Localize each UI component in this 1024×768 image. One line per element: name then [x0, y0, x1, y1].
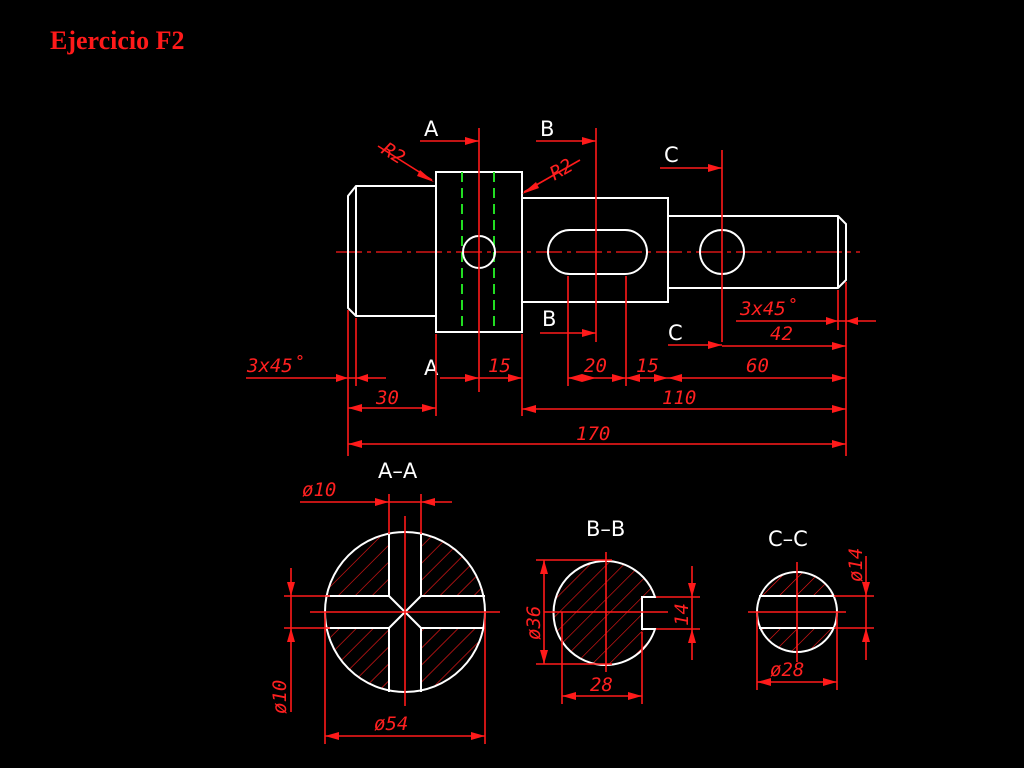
dimension-label: 42	[770, 323, 793, 345]
dimension-label: 60	[746, 355, 769, 377]
dimension-label: 28	[590, 674, 613, 696]
chamfer-label: 3x45˚	[246, 354, 304, 377]
shaft-right-segment	[668, 215, 847, 289]
diameter-label: ø28	[770, 659, 804, 681]
diameter-label: ø14	[845, 548, 867, 582]
section-cc-title: C–C	[768, 527, 808, 551]
drawing-title: Ejercicio F2	[50, 26, 185, 55]
diameter-label: ø10	[302, 479, 336, 501]
main-dimensions: R2 R2 3x45˚ 3x45˚ 30 15 20	[246, 138, 876, 456]
section-bb-outline	[552, 560, 657, 666]
diameter-label: ø54	[374, 713, 408, 735]
radius-label: R2	[546, 154, 577, 184]
diameter-label: ø36	[523, 606, 545, 640]
section-label-c: C	[668, 321, 683, 345]
diameter-label: ø10	[269, 680, 291, 714]
dimension-label: 20	[584, 355, 607, 377]
dimension-label: 15	[636, 355, 659, 377]
keyway-slot	[547, 229, 648, 275]
shaft-middle-segment	[522, 197, 669, 303]
shaft-left-segment	[347, 185, 436, 317]
section-label-b: B	[540, 117, 554, 141]
dimension-label: 14	[671, 603, 693, 626]
shaft-main-view	[336, 128, 860, 392]
chamfer-label: 3x45˚	[739, 297, 797, 320]
section-bb-title: B–B	[586, 517, 625, 541]
section-markers: A A B B C C	[420, 117, 722, 382]
section-label-a: A	[424, 117, 439, 141]
section-aa: A–A ø10 ø10 ø54	[269, 459, 500, 744]
dimension-label: 15	[488, 355, 511, 377]
dimension-label: 110	[662, 387, 696, 409]
dimension-label: 170	[576, 423, 610, 445]
section-label-c: C	[664, 143, 679, 167]
section-label-b: B	[542, 307, 556, 331]
radius-label: R2	[378, 138, 409, 169]
section-cc: C–C ø14 ø28	[748, 527, 874, 690]
dimension-label: 30	[375, 387, 399, 409]
section-bb: B–B ø36 14 28	[523, 517, 700, 704]
section-aa-title: A–A	[378, 459, 418, 483]
